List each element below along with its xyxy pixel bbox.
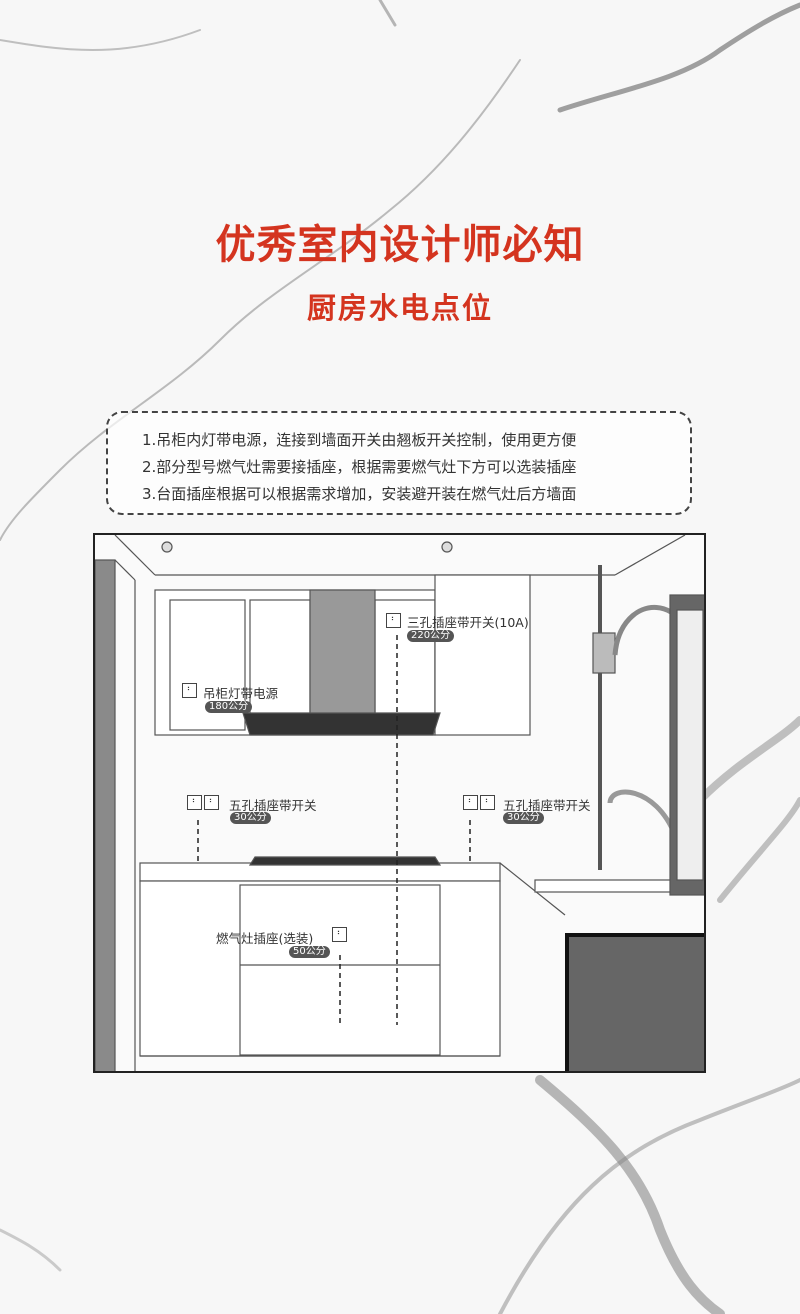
kitchen-illustration [95,535,704,1071]
point-label: 五孔插座带开关 [229,798,317,813]
socket-icon: ⠃ [463,795,478,810]
socket-icon: ⠃ [332,927,347,942]
socket-icon: ⠃ [480,795,495,810]
point-label: 五孔插座带开关 [503,798,591,813]
point-label: 吊柜灯带电源 [203,686,279,701]
socket-icon: ⠃ [204,795,219,810]
height-badge: 30公分 [503,812,544,824]
kitchen-diagram: ⠃ 三孔插座带开关(10A) 220公分 ⠃ 吊柜灯带电源 180公分 ⠃ ⠃ … [93,533,706,1073]
height-badge: 50公分 [289,946,330,958]
page-title: 优秀室内设计师必知 [215,222,585,268]
note-item: 3.台面插座根据可以根据需求增加，安装避开装在燃气灶后方墙面 [142,485,577,503]
height-badge: 220公分 [407,630,455,642]
height-badge: 30公分 [230,812,271,824]
point-label: 三孔插座带开关(10A) [407,615,529,630]
point-label: 燃气灶插座(选装) [216,931,314,946]
notes-box: 1.吊柜内灯带电源，连接到墙面开关由翘板开关控制，使用更方便 2.部分型号燃气灶… [106,411,692,515]
socket-icon: ⠃ [182,683,197,698]
socket-icon: ⠃ [386,613,401,628]
height-badge: 180公分 [205,701,253,713]
page-subtitle: 厨房水电点位 [306,291,493,325]
note-item: 1.吊柜内灯带电源，连接到墙面开关由翘板开关控制，使用更方便 [142,431,577,449]
note-item: 2.部分型号燃气灶需要接插座，根据需要燃气灶下方可以选装插座 [142,458,577,476]
socket-icon: ⠃ [187,795,202,810]
